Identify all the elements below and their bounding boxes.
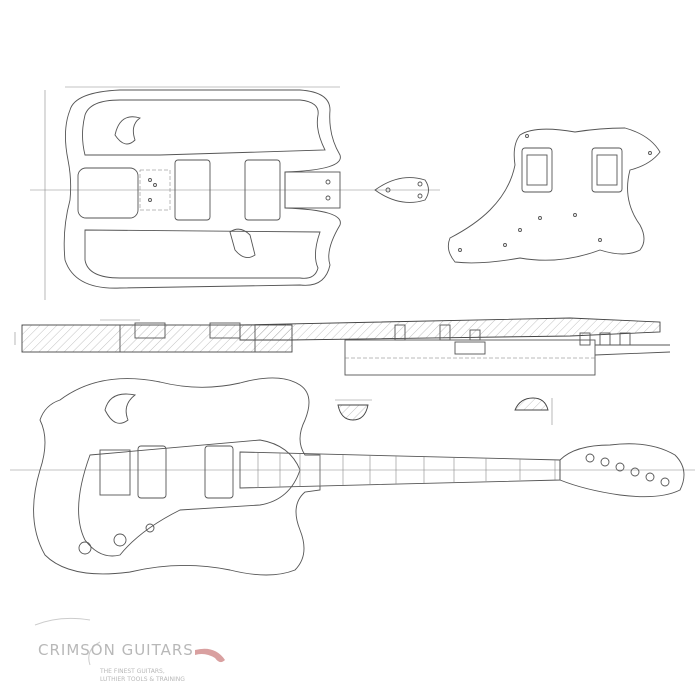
f-hole bbox=[104, 393, 137, 424]
body-template-view bbox=[30, 86, 440, 300]
logo-tagline-1: THE FINEST GUITARS, bbox=[99, 668, 165, 675]
pickup-route bbox=[174, 159, 211, 221]
bridge bbox=[99, 449, 131, 496]
pickguard-view bbox=[447, 127, 661, 264]
pickguard-front bbox=[78, 439, 301, 557]
tone-knob bbox=[113, 533, 127, 547]
neck-profile-1 bbox=[335, 399, 372, 421]
f-hole-shape bbox=[114, 116, 142, 145]
pickup-route bbox=[244, 159, 281, 221]
bridge-pickup bbox=[137, 445, 167, 499]
logo-swoosh-icon bbox=[195, 648, 225, 663]
guitar-front-view bbox=[10, 377, 695, 576]
neck-side-section-view bbox=[14, 317, 661, 353]
logo-tagline-2: LUTHIER TOOLS & TRAINING bbox=[100, 676, 185, 683]
neck-profile-2 bbox=[514, 397, 553, 425]
volume-knob bbox=[78, 541, 92, 555]
body-side-view bbox=[344, 324, 671, 376]
headstock bbox=[559, 443, 685, 498]
neck-pickup bbox=[204, 445, 234, 499]
neck-plate bbox=[374, 177, 429, 203]
crimson-guitars-logo: CRIMSON GUITARS THE FINEST GUITARS, LUTH… bbox=[34, 617, 225, 683]
logo-name: CRIMSON GUITARS bbox=[38, 641, 194, 659]
frets bbox=[257, 453, 556, 488]
